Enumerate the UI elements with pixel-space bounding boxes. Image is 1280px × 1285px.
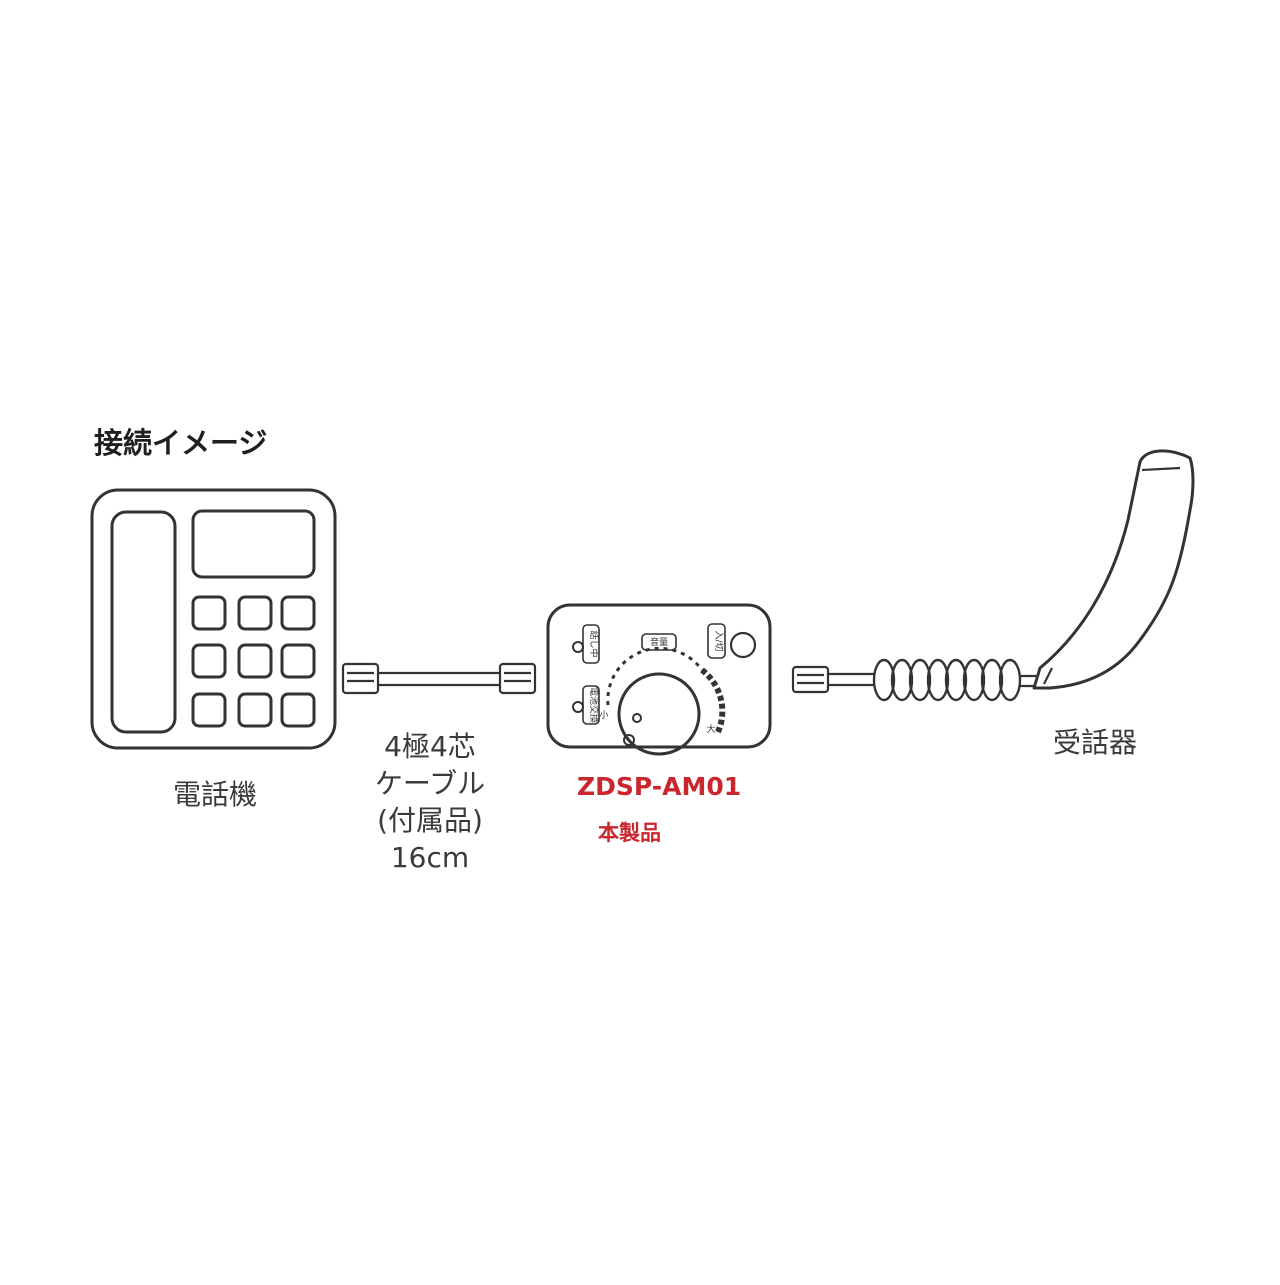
handset-cord [791, 658, 1036, 702]
call-indicator-led [572, 641, 584, 653]
volume-scale [606, 646, 704, 706]
call-indicator-label: 話し中 [588, 630, 600, 657]
keypad [191, 595, 316, 728]
cable-icon [341, 662, 537, 695]
handset-label: 受話器 [1053, 726, 1138, 759]
cable-label-line: 16cm [390, 841, 470, 874]
telephone-icon [90, 488, 337, 750]
knob-marker [632, 713, 642, 723]
power-button [729, 631, 757, 659]
cable-label: 4極4芯 ケーブル (付属品) 16cm [350, 728, 510, 876]
battery-indicator-label: 電池交換 [588, 687, 600, 723]
power-label: 入/切 [713, 630, 724, 651]
volume-tag [641, 633, 677, 651]
telephone-label: 電話機 [172, 778, 257, 811]
modular-plug-right [498, 662, 537, 695]
modular-plug-device [791, 665, 830, 694]
coil-icon [872, 658, 1022, 702]
this-product-label: 本製品 [598, 821, 661, 845]
volume-max-label: 大 [706, 723, 715, 735]
handset-icon [1032, 449, 1195, 690]
mic-hole [623, 734, 635, 746]
page-title: 接続イメージ [94, 426, 268, 460]
cable-label-line: (付属品) [377, 804, 483, 837]
volume-scale-max [700, 667, 726, 734]
volume-knob [617, 672, 701, 756]
power-tag [707, 623, 726, 659]
modular-plug-left [341, 662, 380, 695]
volume-label: 音量 [650, 636, 668, 648]
model-number: ZDSP-AM01 [577, 772, 742, 801]
call-indicator-tag [582, 624, 600, 664]
cable-label-line: 4極4芯 [384, 730, 476, 763]
battery-indicator-tag [582, 685, 600, 725]
battery-indicator-led [572, 701, 584, 713]
amplifier-device [546, 603, 772, 756]
cable-label-line: ケーブル [374, 767, 486, 800]
volume-min-label: 小 [599, 710, 608, 721]
